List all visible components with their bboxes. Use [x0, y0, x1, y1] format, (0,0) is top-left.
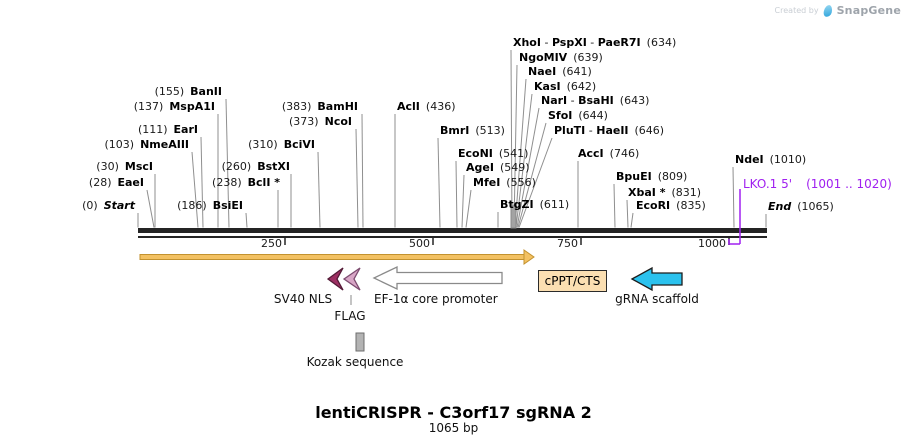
leader-line: [437, 137, 441, 228]
leader-line: [513, 64, 518, 228]
site-label-bstxi[interactable]: (260)BstXI: [221, 160, 290, 173]
site-label-msci[interactable]: (30)MscI: [96, 160, 153, 173]
sv40-nls-arrow[interactable]: [326, 267, 344, 291]
leader-line: [613, 183, 616, 228]
leader-line: [510, 49, 513, 228]
ruler-tick-label: 750: [557, 237, 578, 250]
site-label-start[interactable]: (0)Start: [82, 199, 135, 212]
leader-line: [317, 151, 321, 228]
ruler-baseline: [138, 236, 767, 238]
ef1a-core-promoter-arrow[interactable]: [372, 265, 503, 291]
site-label-bmri[interactable]: BmrI(513): [440, 124, 505, 137]
leader-line: [191, 151, 199, 228]
site-label-xhoi-pspxi-paer7i[interactable]: XhoI - PspXI - PaeR7I(634): [513, 36, 677, 49]
site-label-kasi[interactable]: KasI(642): [534, 80, 597, 93]
leader-line: [630, 212, 634, 228]
map-title: lentiCRISPR - C3orf17 sgRNA 2: [315, 403, 592, 422]
site-label-eaei[interactable]: (28)EaeI: [88, 176, 144, 189]
backbone-arrow[interactable]: [523, 249, 535, 265]
site-label-eari[interactable]: (111)EarI: [137, 123, 198, 136]
ruler-bar: [138, 228, 767, 233]
feature-label-flag[interactable]: FLAG: [334, 309, 366, 323]
feature-label-kozak[interactable]: Kozak sequence: [306, 355, 404, 369]
site-label-ndei[interactable]: NdeI(1010): [735, 153, 807, 166]
site-label-btgzi[interactable]: BtgZI(611): [500, 198, 570, 211]
cppt-cts-label: cPPT/CTS: [544, 274, 601, 288]
cppt-cts-box[interactable]: cPPT/CTS: [538, 270, 607, 292]
feature-label-grna-scaffold[interactable]: gRNA scaffold: [615, 292, 699, 306]
site-label-xbai[interactable]: XbaI *(831): [628, 186, 702, 199]
site-label-econi[interactable]: EcoNI(541): [458, 147, 529, 160]
lko1-primer-bracket: [728, 239, 740, 245]
site-label-nmeaiii[interactable]: (103)NmeAIII: [104, 138, 189, 151]
created-by-text: Created by: [774, 6, 819, 15]
ruler-tick-label: 250: [261, 237, 282, 250]
ruler-tick-label: 500: [409, 237, 430, 250]
site-label-bamhi[interactable]: (383)BamHI: [281, 100, 358, 113]
leader-line: [465, 189, 472, 228]
ruler-tick-label: 1000: [698, 237, 726, 250]
site-label-ncoi[interactable]: (373)NcoI: [289, 115, 352, 128]
site-label-ecori[interactable]: EcoRI(835): [636, 199, 706, 212]
leader-line: [518, 137, 553, 228]
site-label-acci[interactable]: AccI(746): [578, 147, 640, 160]
site-label-agei[interactable]: AgeI(549): [466, 161, 530, 174]
site-label-bpuei[interactable]: BpuEI(809): [616, 170, 688, 183]
site-label-mfei[interactable]: MfeI(556): [473, 176, 536, 189]
site-label-banii[interactable]: (155)BanII: [154, 85, 222, 98]
leader-line: [514, 78, 527, 228]
leader-line: [516, 107, 540, 228]
flag-arrow[interactable]: [342, 267, 361, 291]
leader-line: [515, 93, 533, 228]
leader-line: [245, 212, 248, 228]
site-label-sfoi[interactable]: SfoI(644): [548, 109, 608, 122]
leader-line: [517, 122, 547, 228]
leader-line: [461, 174, 465, 228]
sgrna-target-marker[interactable]: [510, 204, 517, 229]
feature-label-sv40-nls[interactable]: SV40 NLS: [273, 292, 333, 306]
site-label-mspa1i[interactable]: (137)MspA1I: [133, 100, 215, 113]
site-label-nari-bsahi[interactable]: NarI - BsaHI(643): [541, 94, 650, 107]
feature-label-ef1a-promoter[interactable]: EF-1α core promoter: [374, 292, 498, 306]
map-length: 1065 bp: [428, 421, 479, 435]
primer-label-lko1-5[interactable]: LKO.1 5'(1001 .. 1020): [743, 177, 892, 191]
leader-line: [626, 199, 629, 228]
site-label-bcli[interactable]: (238)BclI *: [212, 176, 280, 189]
site-label-pluti-haeii[interactable]: PluTI - HaeII(646): [554, 124, 665, 137]
site-label-bcivi[interactable]: (310)BciVI: [248, 138, 315, 151]
site-label-naei[interactable]: NaeI(641): [528, 65, 592, 78]
snapgene-logo-icon: [822, 3, 833, 18]
leader-line: [732, 166, 735, 228]
kozak-box[interactable]: [355, 332, 365, 352]
leader-line: [225, 98, 230, 228]
leader-line: [146, 189, 155, 228]
site-label-acli[interactable]: AclI(436): [397, 100, 456, 113]
leader-line: [355, 128, 359, 228]
site-label-bsiei[interactable]: (186)BsiEI: [177, 199, 243, 212]
watermark: Created by SnapGene: [774, 3, 901, 18]
leader-line: [361, 113, 364, 228]
site-label-ngomiv[interactable]: NgoMIV(639): [519, 51, 603, 64]
leader-line: [455, 160, 458, 228]
grna-scaffold-arrow[interactable]: [630, 266, 683, 292]
leader-line: [200, 136, 204, 228]
site-label-end[interactable]: End(1065): [768, 200, 834, 213]
snapgene-brand-text: SnapGene: [836, 4, 901, 17]
